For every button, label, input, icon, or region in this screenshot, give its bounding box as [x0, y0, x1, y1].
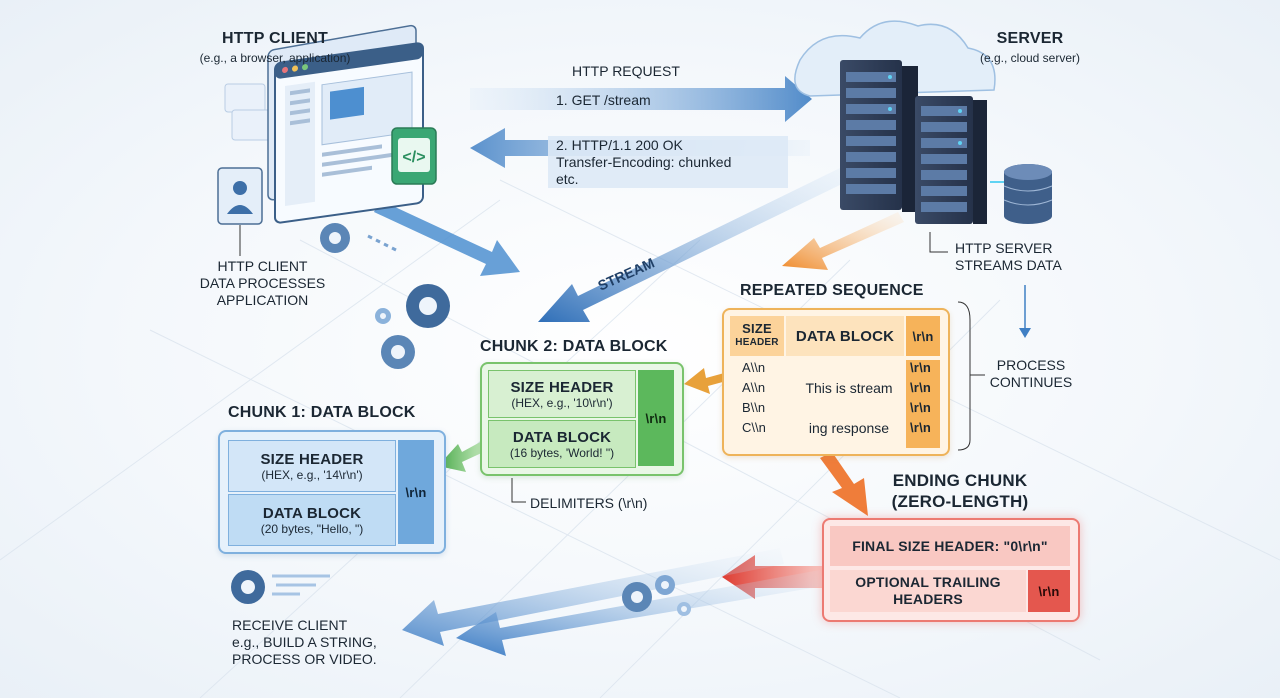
repeated-col-data: DATA BLOCK: [786, 316, 904, 356]
client-process-line-3: APPLICATION: [216, 292, 309, 308]
response-line-2: Transfer-Encoding: chunked: [556, 154, 732, 170]
bottom-arrow-2: [456, 570, 824, 656]
response-line-1: 2. HTTP/1.1 200 OK: [556, 137, 683, 153]
client-process-line-2: DATA PROCESSES: [199, 275, 326, 291]
repeated-row-delim: \r\n: [910, 420, 932, 435]
chunk2-size-header-label: SIZE HEADER: [510, 378, 614, 396]
chunk2-to-chunk1-arrow: [438, 440, 488, 472]
repeated-box: SIZE HEADER DATA BLOCK \r\n A\\n \r\n A\…: [722, 308, 950, 456]
chunk1-box: SIZE HEADER (HEX, e.g., '14\r\n') DATA B…: [218, 430, 446, 554]
chunk1-size-header-label: SIZE HEADER: [260, 450, 364, 468]
chunk1-delimiter: \r\n: [398, 440, 434, 544]
chunk2-size-header: SIZE HEADER (HEX, e.g., '10\r\n'): [488, 370, 636, 418]
repeated-col-size-line-2: HEADER: [735, 337, 779, 348]
chunk2-box: SIZE HEADER (HEX, e.g., '10\r\n') DATA B…: [480, 362, 684, 476]
repeated-row: C\\n ing response \r\n: [730, 418, 940, 438]
repeated-col-size: SIZE HEADER: [730, 316, 784, 356]
client-inbound-arrow: [374, 200, 520, 276]
repeated-col-delim: \r\n: [906, 316, 940, 356]
bottom-arrow-1: [402, 548, 784, 646]
repeated-row-delim: \r\n: [910, 360, 932, 375]
sequence-to-chunk2-arrow: [684, 368, 730, 394]
repeated-row-size: C\\n: [742, 420, 766, 435]
server-subtitle: (e.g., cloud server): [979, 51, 1081, 65]
chunk1-title: CHUNK 1: DATA BLOCK: [228, 404, 416, 421]
chunk1-data-detail: (20 bytes, "Hello, "): [260, 521, 364, 536]
repeated-row: B\\n \r\n: [730, 398, 940, 418]
repeated-row: A\\n This is stream \r\n: [730, 378, 940, 398]
repeated-title: REPEATED SEQUENCE: [740, 282, 924, 299]
client-subtitle: (e.g., a browser, application): [199, 51, 351, 65]
sequence-bracket: [957, 301, 971, 451]
server-title: SERVER: [996, 30, 1064, 47]
data-dashes: [272, 574, 330, 596]
client-process-line-1: HTTP CLIENT: [217, 258, 308, 274]
repeated-row-delim: \r\n: [910, 380, 932, 395]
response-text: 2. HTTP/1.1 200 OK Transfer-Encoding: ch…: [556, 137, 731, 188]
chunk2-data-block-label: DATA BLOCK: [512, 428, 612, 446]
ending-title-line-1: ENDING CHUNK: [892, 471, 1028, 490]
repeated-row: A\\n \r\n: [730, 358, 940, 378]
ending-delimiter: \r\n: [1028, 570, 1070, 612]
ending-title-line-2: (ZERO-LENGTH): [891, 492, 1029, 511]
request-line: 1. GET /stream: [556, 92, 651, 108]
repeated-row-delim: \r\n: [910, 400, 932, 415]
server-streams-label: HTTP SERVER STREAMS DATA: [955, 240, 1085, 274]
chunk2-size-detail: (HEX, e.g., '10\r\n'): [511, 395, 613, 410]
gear-group-bottom: [231, 570, 691, 616]
receive-line-3: PROCESS OR VIDEO.: [232, 651, 377, 667]
sequence-to-ending-arrow: [820, 452, 868, 516]
chunk2-data-block: DATA BLOCK (16 bytes, 'World! "): [488, 420, 636, 468]
server-illustration: [794, 20, 1053, 224]
repeated-col-size-line-1: SIZE: [742, 321, 772, 336]
client-illustration: </>: [217, 24, 437, 252]
ending-title: ENDING CHUNK (ZERO-LENGTH): [880, 470, 1040, 512]
process-continues-line-1: PROCESS: [996, 357, 1066, 373]
final-size-header: FINAL SIZE HEADER: "0\r\n": [830, 526, 1070, 566]
request-arrow: [470, 76, 812, 122]
process-continues-line-2: CONTINUES: [989, 374, 1073, 390]
client-title: HTTP CLIENT: [222, 30, 328, 47]
response-line-3: etc.: [556, 171, 579, 187]
chunk2-delimiter: \r\n: [638, 370, 674, 466]
repeated-row-data: ing response: [808, 420, 890, 436]
chunk2-title: CHUNK 2: DATA BLOCK: [480, 338, 668, 355]
trailing-line-2: HEADERS: [893, 591, 963, 607]
repeated-row-size: A\\n: [742, 380, 766, 395]
ending-box: FINAL SIZE HEADER: "0\r\n" OPTIONAL TRAI…: [822, 518, 1080, 622]
response-panel: [548, 136, 788, 188]
chunk2-data-detail: (16 bytes, 'World! "): [509, 445, 615, 460]
client-process-label: HTTP CLIENT DATA PROCESSES APPLICATION: [195, 258, 330, 309]
receive-line-1: RECEIVE CLIENT: [232, 617, 348, 633]
repeated-delim-column: [906, 360, 940, 448]
process-continues-label: PROCESS CONTINUES: [982, 357, 1080, 391]
repeated-row-data: This is stream: [805, 380, 893, 396]
chunk1-data-block: DATA BLOCK (20 bytes, "Hello, "): [228, 494, 396, 546]
receive-line-2: e.g., BUILD A STRING,: [232, 634, 377, 650]
repeated-rows: A\\n \r\n A\\n This is stream \r\n B\\n …: [730, 358, 940, 438]
chunk1-size-header: SIZE HEADER (HEX, e.g., '14\r\n'): [228, 440, 396, 492]
chunk1-size-detail: (HEX, e.g., '14\r\n'): [261, 467, 363, 482]
optional-trailing-headers: OPTIONAL TRAILING HEADERS: [830, 570, 1026, 612]
svg-text:</>: </>: [402, 149, 425, 166]
trailing-line-1: OPTIONAL TRAILING: [855, 574, 1001, 590]
server-streams-line-2: STREAMS DATA: [955, 257, 1062, 273]
stream-arrow: [538, 168, 846, 322]
receive-client-label: RECEIVE CLIENT e.g., BUILD A STRING, PRO…: [232, 617, 377, 668]
server-to-sequence-arrow: [782, 212, 904, 270]
repeated-row-size: B\\n: [742, 400, 766, 415]
chunk1-data-block-label: DATA BLOCK: [262, 504, 362, 522]
server-streams-line-1: HTTP SERVER: [955, 240, 1053, 256]
delimiters-label: DELIMITERS (\r\n): [530, 495, 648, 511]
gear-group-client: [320, 223, 450, 369]
repeated-row-size: A\\n: [742, 360, 766, 375]
request-label: HTTP REQUEST: [572, 63, 680, 79]
